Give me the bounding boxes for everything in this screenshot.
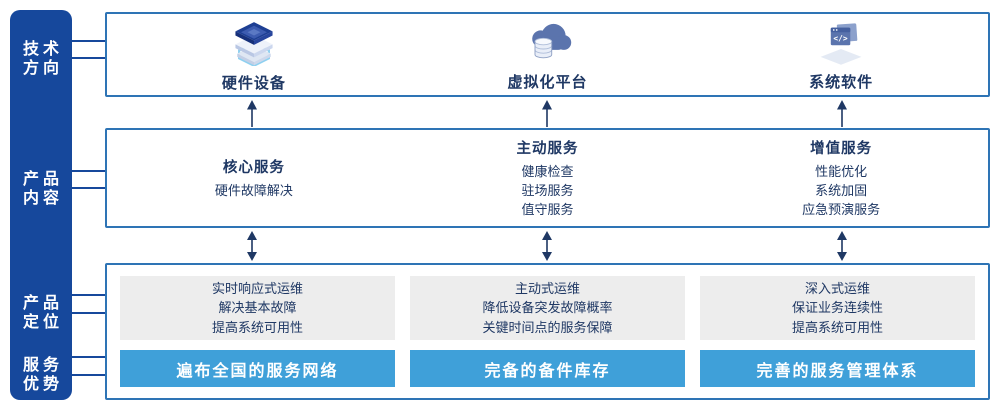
positioning-card: 深入式运维 保证业务连续性 提高系统可用性 xyxy=(700,276,975,340)
arrow-up-icon xyxy=(835,100,849,127)
service-column-title: 增值服务 xyxy=(810,141,873,157)
positioning-point: 提高系统可用性 xyxy=(211,319,303,335)
connector-line xyxy=(70,187,107,189)
connector-line xyxy=(70,356,107,358)
positioning-point: 主动式运维 xyxy=(514,280,580,296)
product-position-box: 实时响应式运维 解决基本故障 提高系统可用性 遍布全国的服务网络 主动式运维 降… xyxy=(105,263,990,400)
sidebar-label-tech-direction: 技术 方向 xyxy=(10,40,72,78)
service-item: 性能优化 xyxy=(815,164,868,179)
service-column-core: 核心服务 硬件故障解决 xyxy=(107,130,401,226)
connector-line xyxy=(70,40,107,42)
tech-item-hardware: 硬件设备 xyxy=(107,14,401,95)
advantage-bar: 遍布全国的服务网络 xyxy=(120,350,395,387)
service-item: 值守服务 xyxy=(521,202,574,217)
positioning-card: 实时响应式运维 解决基本故障 提高系统可用性 xyxy=(120,276,395,340)
arrow-double-icon xyxy=(835,231,849,261)
positioning-point: 保证业务连续性 xyxy=(791,300,883,316)
product-content-box: 核心服务 硬件故障解决 主动服务 健康检查 驻场服务 值守服务 增值服务 性能优… xyxy=(105,128,990,228)
positioning-point: 降低设备突发故障概率 xyxy=(482,300,613,316)
connector-line xyxy=(70,170,107,172)
arrow-up-icon xyxy=(245,100,259,127)
sidebar-label-line: 定位 xyxy=(22,314,63,331)
hardware-stack-icon xyxy=(228,19,280,71)
service-column-title: 核心服务 xyxy=(222,160,285,176)
sidebar-label-line: 产品 xyxy=(22,295,63,312)
tech-direction-box: 硬件设备 虚拟化平台 xyxy=(105,12,990,97)
connector-line xyxy=(70,294,107,296)
connector-line xyxy=(70,312,107,314)
code-window-icon: </> xyxy=(815,20,867,70)
positioning-point: 解决基本故障 xyxy=(218,300,297,316)
cloud-database-icon xyxy=(522,20,574,70)
positioning-point: 实时响应式运维 xyxy=(211,280,303,296)
position-column-3: 深入式运维 保证业务连续性 提高系统可用性 完善的服务管理体系 xyxy=(700,276,975,387)
sidebar-label-line: 产品 xyxy=(22,171,63,188)
sidebar-label-line: 优势 xyxy=(22,376,63,393)
service-item: 硬件故障解决 xyxy=(214,183,293,198)
arrow-up-icon xyxy=(540,100,554,127)
service-column-title: 主动服务 xyxy=(516,141,579,157)
tech-item-virtualization: 虚拟化平台 xyxy=(401,14,695,95)
sidebar-label-service-advantage: 服务 优势 xyxy=(10,356,72,394)
sidebar-label-line: 方向 xyxy=(22,60,63,77)
sidebar-label-line: 技术 xyxy=(22,41,63,58)
connector-line xyxy=(70,57,107,59)
positioning-point: 深入式运维 xyxy=(804,280,870,296)
position-column-2: 主动式运维 降低设备突发故障概率 关键时间点的服务保障 完备的备件库存 xyxy=(410,276,685,387)
service-item: 健康检查 xyxy=(521,164,574,179)
sidebar-label-product-position: 产品 定位 xyxy=(10,294,72,332)
advantage-bar: 完备的备件库存 xyxy=(410,350,685,387)
tech-item-label: 虚拟化平台 xyxy=(507,73,588,91)
sidebar-label-line: 内容 xyxy=(22,190,63,207)
tech-item-label: 系统软件 xyxy=(809,73,874,91)
positioning-card: 主动式运维 降低设备突发故障概率 关键时间点的服务保障 xyxy=(410,276,685,340)
sidebar-label-line: 服务 xyxy=(22,357,63,374)
svg-text:</>: </> xyxy=(834,34,848,43)
positioning-point: 提高系统可用性 xyxy=(791,319,883,335)
positioning-point: 关键时间点的服务保障 xyxy=(482,319,613,335)
tech-item-label: 硬件设备 xyxy=(221,74,286,92)
tech-item-system-software: </> 系统软件 xyxy=(694,14,988,95)
service-item: 系统加固 xyxy=(815,183,868,198)
position-column-1: 实时响应式运维 解决基本故障 提高系统可用性 遍布全国的服务网络 xyxy=(120,276,395,387)
arrow-double-icon xyxy=(245,231,259,261)
service-item: 驻场服务 xyxy=(521,183,574,198)
sidebar: 技术 方向 产品 内容 产品 定位 服务 优势 xyxy=(10,10,72,400)
service-column-value-added: 增值服务 性能优化 系统加固 应急预演服务 xyxy=(694,130,988,226)
advantage-bar: 完善的服务管理体系 xyxy=(700,350,975,387)
connector-line xyxy=(70,374,107,376)
arrow-double-icon xyxy=(540,231,554,261)
service-item: 应急预演服务 xyxy=(802,202,881,217)
sidebar-label-product-content: 产品 内容 xyxy=(10,170,72,208)
service-column-active: 主动服务 健康检查 驻场服务 值守服务 xyxy=(401,130,695,226)
